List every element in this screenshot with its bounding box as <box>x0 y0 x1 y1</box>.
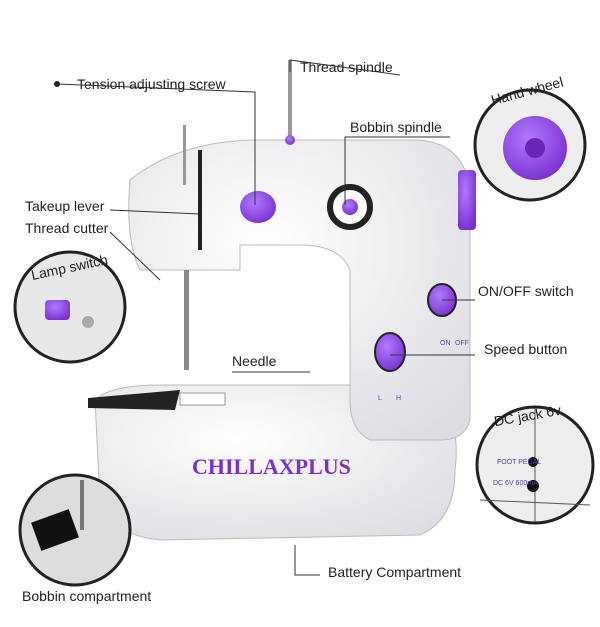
tension-knob <box>240 191 276 223</box>
high-marking: H <box>396 395 401 402</box>
label-thread-spindle: Thread spindle <box>300 59 393 75</box>
low-marking: L <box>378 395 382 402</box>
label-tension-screw: Tension adjusting screw <box>77 76 227 92</box>
bobbin-compartment-callout <box>18 473 132 587</box>
foot-pedal-jack-icon <box>528 457 538 467</box>
thread-spindle-rod <box>288 60 292 140</box>
dc-jack-icon <box>527 480 539 492</box>
speed-button-knob <box>374 332 406 372</box>
sewing-machine: ON OFF L H CHILLAXPLUS <box>88 60 476 541</box>
hand-wheel-callout <box>473 88 587 202</box>
leader-lines <box>54 59 475 576</box>
lamp-switch-callout <box>13 250 127 364</box>
lamp-switch-icon <box>45 300 70 320</box>
hand-wheel-part <box>458 170 476 230</box>
extension-table <box>88 390 180 410</box>
off-marking: OFF <box>455 340 469 347</box>
label-thread-cutter: Thread cutter <box>25 220 109 236</box>
label-needle: Needle <box>232 353 277 369</box>
label-on-off-switch: ON/OFF switch <box>478 283 574 299</box>
label-bobbin-spindle: Bobbin spindle <box>350 119 442 135</box>
bobbin-plate-icon <box>31 509 79 551</box>
label-bobbin-compartment: Bobbin compartment <box>22 588 151 604</box>
on-marking: ON <box>440 340 451 347</box>
dc-jack-callout: FOOT PEDAL DC 6V 600mA <box>475 405 595 525</box>
dc-rating-marking: DC 6V 600mA <box>493 480 538 487</box>
label-speed-button: Speed button <box>484 341 567 357</box>
label-battery-compartment: Battery Compartment <box>328 564 461 580</box>
needle-bar <box>184 270 189 370</box>
foot-pedal-marking: FOOT PEDAL <box>497 459 541 466</box>
brand-logo: CHILLAXPLUS <box>192 454 351 479</box>
label-takeup-lever: Takeup lever <box>25 198 105 214</box>
